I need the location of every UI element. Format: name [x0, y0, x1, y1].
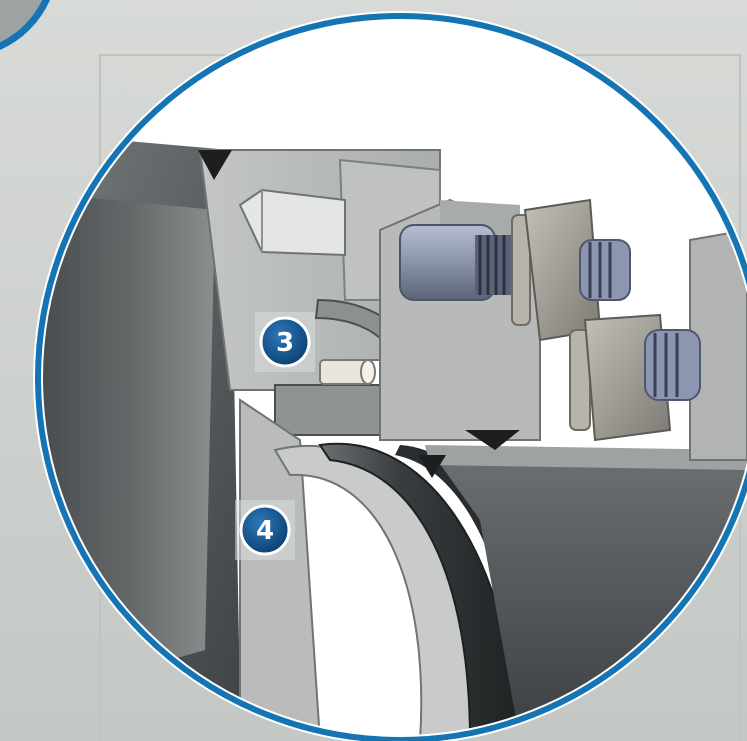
drilled-hole: [238, 188, 346, 257]
weld-mark: [198, 150, 232, 180]
lens-ring: [35, 13, 747, 741]
callout-3-label: 3: [276, 328, 294, 358]
upper-stud-thread: [475, 235, 515, 295]
inner-ring-plate: [239, 398, 322, 740]
callout-3: 3: [255, 312, 315, 372]
callout-4-label: 4: [256, 516, 274, 546]
seal-ring: [318, 442, 522, 740]
upper-washer: [511, 214, 531, 326]
callout-4: 4: [235, 500, 295, 560]
secondary-lens-edge: [0, 0, 51, 51]
clamp-block: [274, 384, 386, 436]
lower-stud: [644, 329, 701, 401]
